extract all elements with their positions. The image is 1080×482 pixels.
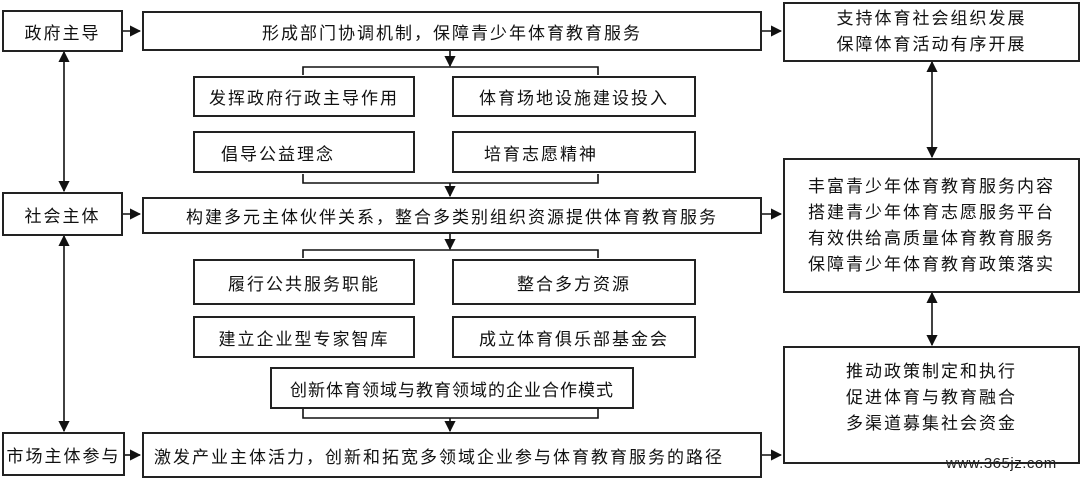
group1-item-label: 发挥政府行政主导作用 <box>209 89 399 109</box>
group2-item: 建立企业型专家智库 <box>193 316 415 358</box>
outcome-middle-line: 保障青少年体育教育政策落实 <box>808 254 1055 275</box>
outcome-middle-line: 丰富青少年体育教育服务内容 <box>808 176 1055 197</box>
outcome-top-line: 支持体育社会组织发展 <box>836 9 1027 29</box>
group2-item-label: 创新体育领域与教育领域的企业合作模式 <box>290 380 614 401</box>
row-society-label: 构建多元主体伙伴关系，整合多类别组织资源提供体育教育服务 <box>186 208 718 228</box>
actor-society-label: 社会主体 <box>24 206 101 227</box>
actor-government: 政府主导 <box>2 10 123 52</box>
group2-item: 成立体育俱乐部基金会 <box>452 316 696 358</box>
row-society: 构建多元主体伙伴关系，整合多类别组织资源提供体育教育服务 <box>142 197 762 234</box>
watermark: www.365jz.com <box>946 455 1057 472</box>
group1-item-label: 培育志愿精神 <box>484 144 598 165</box>
actor-market-label: 市场主体参与 <box>6 446 121 467</box>
outcome-middle-line: 有效供给高质量体育教育服务 <box>808 228 1055 249</box>
outcome-middle-line: 搭建青少年体育志愿服务平台 <box>808 202 1055 223</box>
row-government-label: 形成部门协调机制，保障青少年体育教育服务 <box>262 23 642 44</box>
outcome-top: 支持体育社会组织发展 保障体育活动有序开展 <box>783 2 1080 62</box>
group1-item-label: 体育场地设施建设投入 <box>479 89 669 109</box>
group1-item: 倡导公益理念 <box>193 131 415 173</box>
outcome-middle: 丰富青少年体育教育服务内容 搭建青少年体育志愿服务平台 有效供给高质量体育教育服… <box>783 158 1080 293</box>
group2-item-label: 成立体育俱乐部基金会 <box>479 329 669 350</box>
row-market-label: 激发产业主体活力，创新和拓宽多领域企业参与体育教育服务的路径 <box>154 447 724 468</box>
group1-item: 培育志愿精神 <box>452 131 696 173</box>
group1-item-label: 倡导公益理念 <box>221 144 335 165</box>
group2-item-label: 整合多方资源 <box>517 274 631 295</box>
group1-item: 体育场地设施建设投入 <box>452 76 696 117</box>
group2-item-label: 履行公共服务职能 <box>228 274 380 295</box>
group2-item: 整合多方资源 <box>452 259 696 305</box>
outcome-bottom: 推动政策制定和执行 促进体育与教育融合 多渠道募集社会资金 <box>783 346 1080 464</box>
outcome-bottom-line: 促进体育与教育融合 <box>846 388 1017 408</box>
outcome-bottom-line: 多渠道募集社会资金 <box>846 414 1017 434</box>
group2-item: 履行公共服务职能 <box>193 259 415 305</box>
outcome-top-line: 保障体育活动有序开展 <box>836 35 1027 55</box>
group2-item-label: 建立企业型专家智库 <box>218 329 390 350</box>
row-government: 形成部门协调机制，保障青少年体育教育服务 <box>142 11 762 51</box>
actor-government-label: 政府主导 <box>24 23 101 44</box>
group1-item: 发挥政府行政主导作用 <box>193 76 415 117</box>
row-market: 激发产业主体活力，创新和拓宽多领域企业参与体育教育服务的路径 <box>142 432 762 478</box>
outcome-bottom-line: 推动政策制定和执行 <box>846 362 1017 382</box>
actor-market: 市场主体参与 <box>2 432 125 476</box>
actor-society: 社会主体 <box>2 192 123 236</box>
group2-item-wide: 创新体育领域与教育领域的企业合作模式 <box>270 367 634 409</box>
